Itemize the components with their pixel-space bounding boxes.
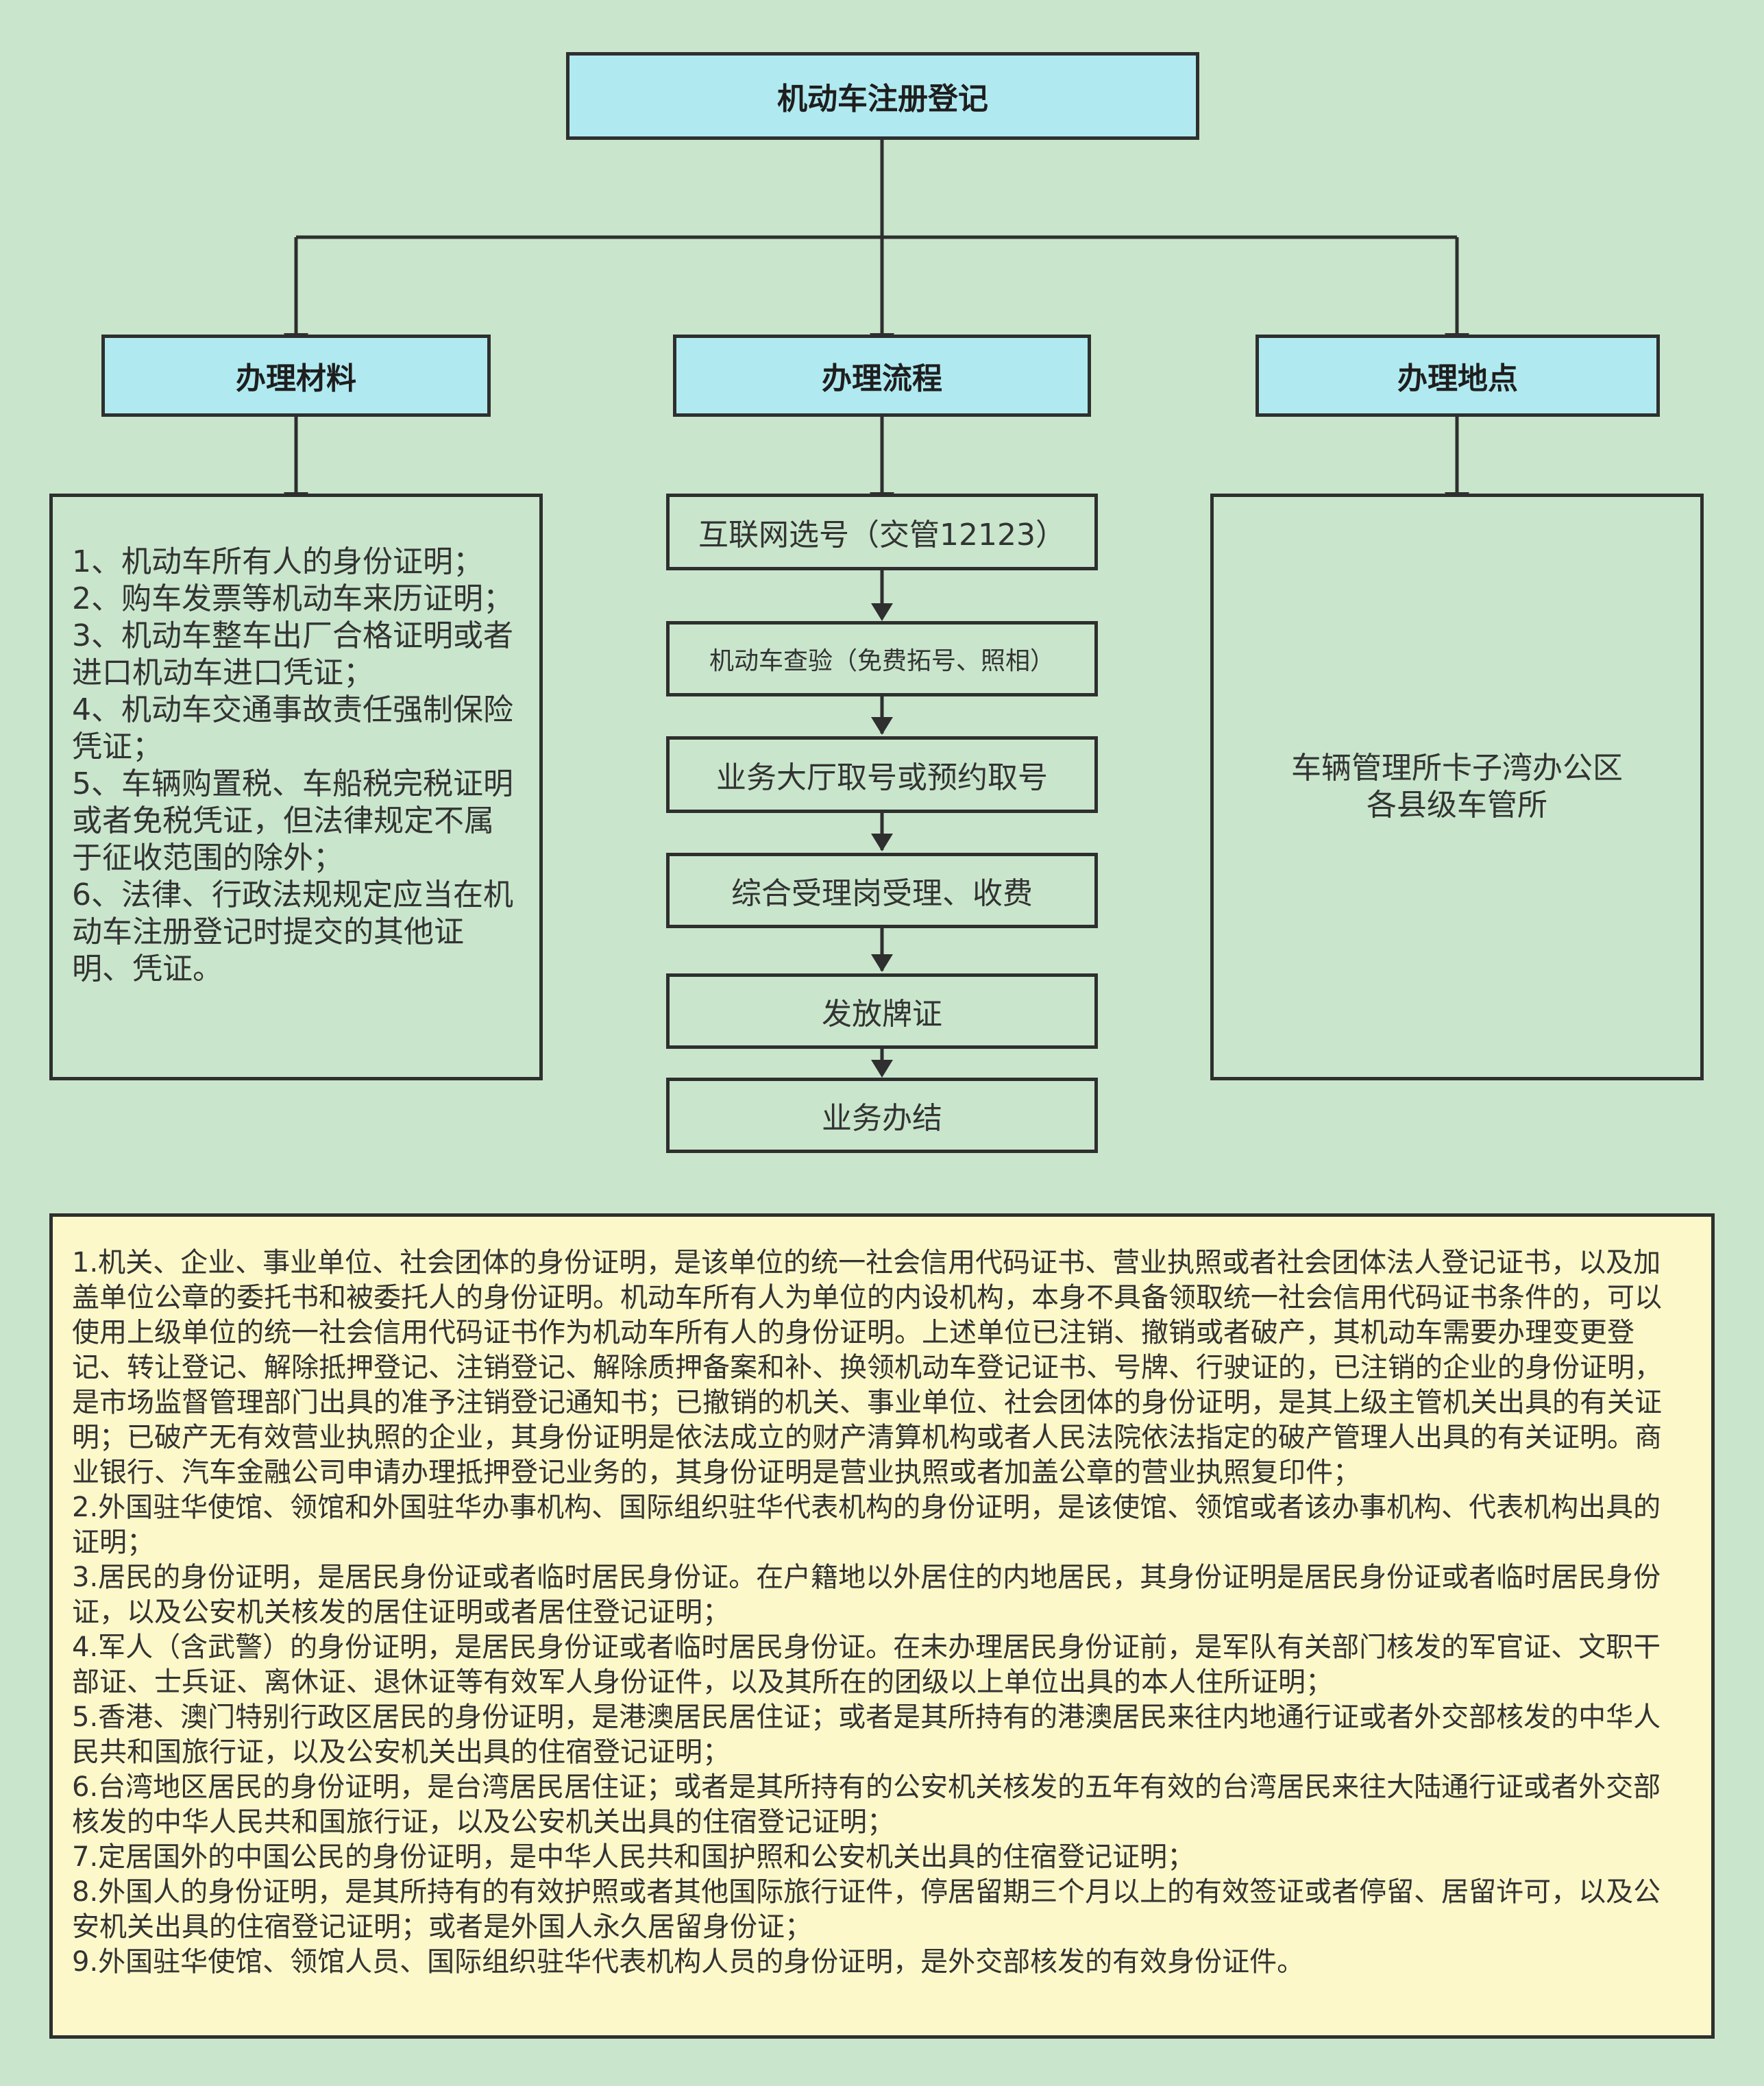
materials-item: 1、机动车所有人的身份证明； bbox=[72, 544, 483, 579]
materials-item: 4、机动车交通事故责任强制保险凭证； bbox=[72, 692, 513, 764]
title-text: 机动车注册登记 bbox=[777, 82, 988, 117]
process-step-label: 业务大厅取号或预约取号 bbox=[716, 760, 1048, 795]
process-step-label: 发放牌证 bbox=[822, 997, 942, 1032]
process-step: 业务办结 bbox=[666, 1078, 1098, 1153]
title-box: 机动车注册登记 bbox=[566, 52, 1199, 140]
location-line: 车辆管理所卡子湾办公区 bbox=[1291, 751, 1623, 786]
process-step-label: 互联网选号（交管12123） bbox=[698, 518, 1066, 553]
process-step: 综合受理岗受理、收费 bbox=[666, 853, 1098, 928]
location-box: 车辆管理所卡子湾办公区 各县级车管所 bbox=[1210, 494, 1704, 1080]
note-item: 9.外国驻华使馆、领馆人员、国际组织驻华代表机构人员的身份证明，是外交部核发的有… bbox=[72, 1946, 1305, 1978]
note-item: 4.军人（含武警）的身份证明，是居民身份证或者临时居民身份证。在未办理居民身份证… bbox=[72, 1632, 1661, 1698]
process-header-label: 办理流程 bbox=[822, 361, 942, 396]
note-item: 6.台湾地区居民的身份证明，是台湾居民居住证；或者是其所持有的公安机关核发的五年… bbox=[72, 1771, 1661, 1838]
process-step-label: 机动车查验（免费拓号、照相） bbox=[709, 647, 1055, 675]
materials-item: 2、购车发票等机动车来历证明； bbox=[72, 581, 513, 616]
note-item: 2.外国驻华使馆、领馆和外国驻华办事机构、国际组织驻华代表机构的身份证明，是该使… bbox=[72, 1492, 1661, 1558]
note-item: 5.香港、澳门特别行政区居民的身份证明，是港澳居民居住证；或者是其所持有的港澳居… bbox=[72, 1701, 1661, 1768]
notes-box: 1.机关、企业、事业单位、社会团体的身份证明，是该单位的统一社会信用代码证书、营… bbox=[49, 1213, 1715, 2039]
location-header: 办理地点 bbox=[1255, 335, 1660, 417]
note-item: 1.机关、企业、事业单位、社会团体的身份证明，是该单位的统一社会信用代码证书、营… bbox=[72, 1247, 1662, 1488]
materials-header: 办理材料 bbox=[101, 335, 491, 417]
note-item: 7.定居国外的中国公民的身份证明，是中华人民共和国护照和公安机关出具的住宿登记证… bbox=[72, 1841, 1195, 1873]
note-item: 3.居民的身份证明，是居民身份证或者临时居民身份证。在户籍地以外居住的内地居民，… bbox=[72, 1562, 1661, 1628]
note-item: 8.外国人的身份证明，是其所持有的有效护照或者其他国际旅行证件，停居留期三个月以… bbox=[72, 1876, 1661, 1943]
process-step-label: 业务办结 bbox=[822, 1101, 942, 1136]
process-step: 互联网选号（交管12123） bbox=[666, 494, 1098, 570]
location-line: 各县级车管所 bbox=[1367, 788, 1547, 823]
process-step: 业务大厅取号或预约取号 bbox=[666, 736, 1098, 813]
process-step: 机动车查验（免费拓号、照相） bbox=[666, 621, 1098, 696]
materials-list: 1、机动车所有人的身份证明； 2、购车发票等机动车来历证明； 3、机动车整车出厂… bbox=[49, 494, 543, 1080]
materials-item: 3、机动车整车出厂合格证明或者进口机动车进口凭证； bbox=[72, 618, 513, 690]
materials-item: 6、法律、行政法规规定应当在机动车注册登记时提交的其他证明、凭证。 bbox=[72, 877, 513, 986]
materials-header-label: 办理材料 bbox=[236, 361, 356, 396]
materials-item: 5、车辆购置税、车船税完税证明或者免税凭证，但法律规定不属于征收范围的除外； bbox=[72, 766, 513, 875]
process-step: 发放牌证 bbox=[666, 973, 1098, 1049]
process-step-label: 综合受理岗受理、收费 bbox=[731, 876, 1033, 911]
process-header: 办理流程 bbox=[673, 335, 1091, 417]
location-header-label: 办理地点 bbox=[1397, 361, 1518, 396]
